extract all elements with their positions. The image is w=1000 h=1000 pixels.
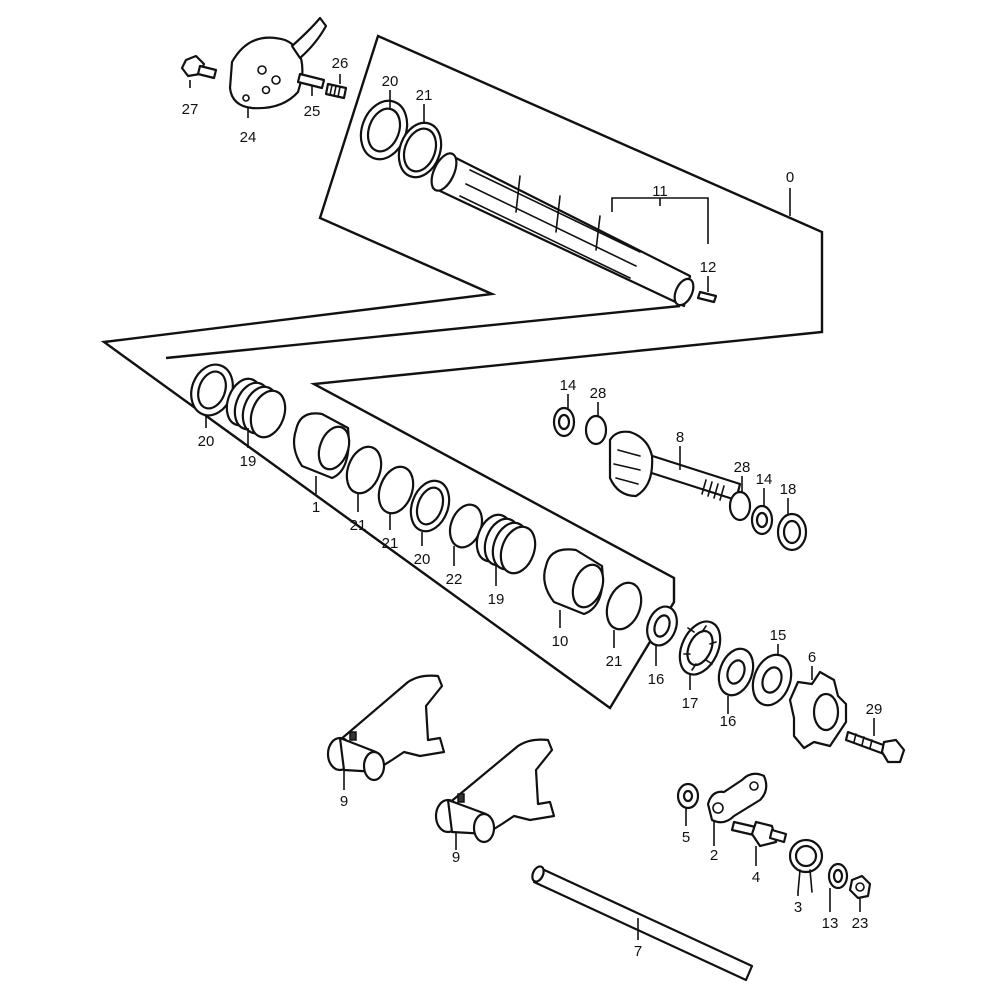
nut-23 (848, 874, 872, 900)
label-part-28-right: 28 (734, 459, 751, 476)
label-part-16-right: 16 (720, 713, 737, 730)
circlip-21-a (345, 445, 383, 495)
label-part-26: 26 (332, 55, 349, 72)
label-part-12: 12 (700, 259, 717, 276)
cam-sleeve-10 (543, 548, 605, 616)
fork-shaft-7 (531, 865, 754, 982)
washer-15 (751, 653, 793, 707)
label-part-29: 29 (866, 701, 883, 718)
label-part-14-top: 14 (560, 377, 577, 394)
label-part-8: 8 (676, 429, 684, 446)
stopper-arm-2 (706, 772, 768, 824)
stopper-bolt-4 (730, 820, 788, 848)
spring-19-right (475, 513, 537, 575)
spring-26 (324, 82, 348, 100)
washer-14-right (750, 504, 774, 536)
cam-sleeve-1 (292, 412, 351, 480)
label-part-11: 11 (652, 183, 668, 200)
pin-25 (296, 72, 326, 90)
switch-housing-24 (228, 16, 328, 110)
label-part-20-left: 20 (198, 433, 215, 450)
label-part-20-mid: 20 (414, 551, 431, 568)
leader-lines (189, 74, 875, 940)
label-part-16-left: 16 (648, 671, 665, 688)
label-part-13: 13 (822, 915, 839, 932)
pin-12 (696, 290, 718, 304)
label-part-10: 10 (552, 633, 569, 650)
circlip-28-right (728, 490, 752, 522)
label-part-22: 22 (446, 571, 463, 588)
label-part-3: 3 (794, 899, 802, 916)
label-part-17: 17 (682, 695, 699, 712)
circlip-21-top (397, 121, 443, 179)
label-part-14-right: 14 (756, 471, 773, 488)
circlip-21-c (605, 581, 643, 631)
label-part-18: 18 (780, 481, 797, 498)
shift-fork-9-left (326, 674, 446, 782)
label-part-24: 24 (240, 129, 257, 146)
label-part-9-left: 9 (340, 793, 348, 810)
spring-3 (788, 838, 824, 893)
label-part-21-b: 21 (382, 535, 399, 552)
inner-boundary-line (165, 304, 681, 360)
label-part-21-a: 21 (350, 517, 367, 534)
oil-seal-18 (776, 512, 808, 552)
label-part-0: 0 (786, 169, 794, 186)
label-part-20-top: 20 (382, 73, 399, 90)
label-part-15: 15 (770, 627, 787, 644)
shift-fork-9-right (434, 738, 556, 844)
label-part-9-right: 9 (452, 849, 460, 866)
label-part-7: 7 (634, 943, 642, 960)
circlip-28-top (584, 414, 608, 446)
bearing-17 (678, 620, 722, 676)
label-part-23: 23 (852, 915, 869, 932)
ring-20-left (190, 363, 234, 417)
label-part-2: 2 (710, 847, 718, 864)
label-part-5: 5 (682, 829, 690, 846)
label-part-25: 25 (304, 103, 321, 120)
spring-19-left (225, 377, 287, 439)
bolt-27 (180, 54, 218, 80)
washer-13 (827, 862, 849, 890)
washer-16-left (646, 605, 678, 647)
label-part-28-top: 28 (590, 385, 607, 402)
ring-20-mid (409, 479, 451, 533)
label-part-21-top: 21 (416, 87, 433, 104)
ring-20-top (359, 99, 409, 161)
shift-drum-11 (430, 152, 695, 308)
label-part-6: 6 (808, 649, 816, 666)
washer-5 (676, 782, 700, 810)
washer-14-top (552, 406, 576, 438)
label-part-19-right: 19 (488, 591, 505, 608)
star-cam-6 (788, 670, 848, 750)
shaft-8 (608, 430, 742, 502)
circlip-21-b (377, 465, 415, 515)
label-part-27: 27 (182, 101, 199, 118)
part-labels: 0 11 12 20 21 27 24 25 26 20 19 1 21 21 … (182, 55, 883, 960)
washer-16-right (717, 647, 755, 697)
bolt-29 (844, 730, 906, 764)
label-part-1: 1 (312, 499, 320, 516)
label-part-21-c: 21 (606, 653, 623, 670)
label-part-19-left: 19 (240, 453, 257, 470)
assembly-boundary-frame (100, 34, 824, 710)
label-part-4: 4 (752, 869, 760, 886)
